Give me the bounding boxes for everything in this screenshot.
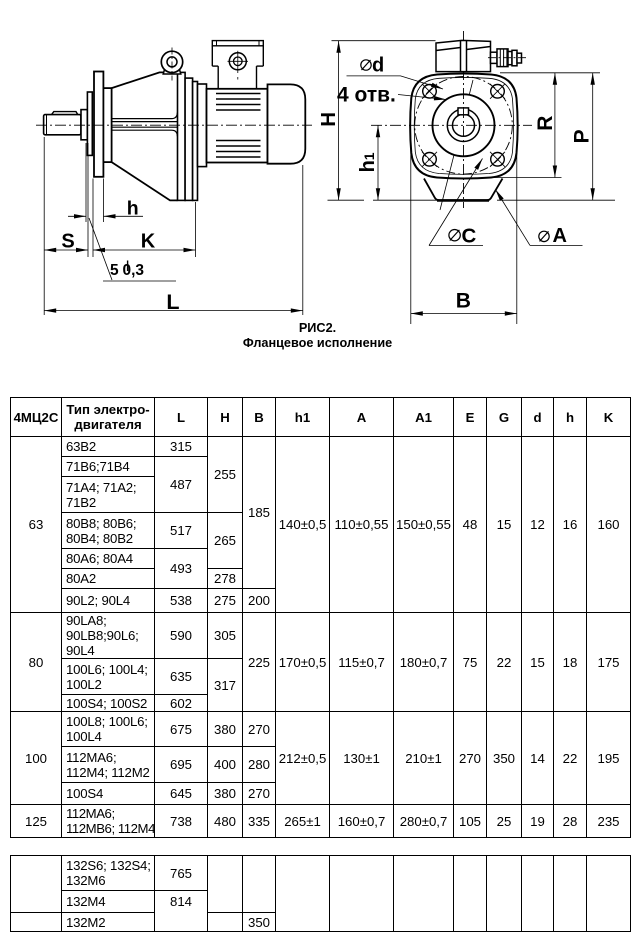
svg-text:P: P: [570, 129, 593, 143]
svg-text:K: K: [141, 231, 156, 253]
svg-text:h1: h1: [357, 152, 379, 172]
svg-text:L: L: [166, 290, 179, 314]
svg-text:5: 5: [110, 262, 119, 279]
svg-text:4 отв.: 4 отв.: [337, 84, 396, 107]
svg-text:B: B: [456, 290, 471, 313]
svg-text:h: h: [127, 198, 139, 220]
svg-text:H: H: [317, 112, 340, 127]
svg-text:C: C: [462, 225, 477, 248]
svg-text:0,3: 0,3: [123, 262, 145, 279]
svg-text:R: R: [534, 116, 557, 131]
svg-text:A: A: [553, 225, 567, 247]
svg-text:d: d: [372, 54, 384, 76]
svg-text:S: S: [61, 231, 74, 253]
